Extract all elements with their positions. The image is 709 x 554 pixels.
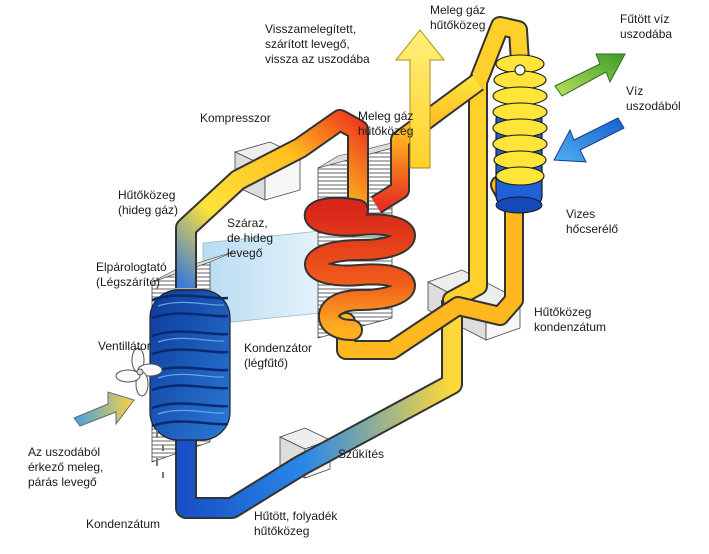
label-return-air-line: szárított levegő, [265,37,350,51]
label-incoming-air-line: párás levegő [28,475,97,489]
label-water-from-pool-line: Víz [626,84,643,98]
label-ventilator-line: Ventillátor [98,339,151,353]
condensate-drops-icon [156,430,164,478]
label-heated-water-line: uszodába [620,27,672,41]
label-hot-gas-mid-line: Meleg gáz [358,109,413,123]
fan-icon [115,347,163,397]
label-condenser-line: Kondenzátor [244,341,312,355]
cold-water-arrow-icon [553,117,625,163]
label-evaporator: Elpárologtató(Légszárító) [96,260,167,289]
label-return-air-line: Visszamelegített, [265,22,356,36]
label-condenser-line: (légfűtő) [244,356,288,370]
label-throttle: Szűkítés [338,447,384,461]
label-return-air-line: vissza az uszodába [265,52,370,66]
suction-pressure-pipe [177,111,367,288]
label-cold-gas-line: (hideg gáz) [118,203,178,217]
label-dry-cold-air-line: levegő [227,246,263,260]
evaporator-coil [149,289,231,441]
label-condensate-line: Kondenzátum [86,517,160,531]
label-hot-gas-top-line: hűtőközeg [430,18,485,32]
label-compressor: Kompresszor [200,111,271,125]
label-water-from-pool-line: uszodából [626,99,681,113]
label-condensate: Kondenzátum [86,517,160,531]
label-cooled-liquid-line: hűtőközeg [254,524,309,538]
label-cold-gas-line: Hűtőközeg [118,188,175,202]
label-compressor-line: Kompresszor [200,111,271,125]
liquid-pipe [177,300,461,517]
condenser-coil [305,198,414,339]
label-refrigerant-condensate-line: Hűtőközeg [534,305,591,319]
label-hot-gas-mid-line: hűtőközeg [358,124,413,138]
label-condenser: Kondenzátor(légfűtő) [244,341,312,370]
label-cold-gas: Hűtőközeg(hideg gáz) [118,188,178,217]
label-incoming-air-line: érkező meleg, [28,460,103,474]
label-evaporator-line: (Légszárító) [96,275,160,289]
label-dry-cold-air-line: Száraz, [227,216,268,230]
label-refrigerant-condensate-line: kondenzátum [534,320,606,334]
label-hot-gas-top-line: Meleg gáz [430,3,485,17]
label-return-air: Visszamelegített,szárított levegő,vissza… [265,22,370,66]
label-cooled-liquid-line: Hűtött, folyadék [254,509,338,523]
label-dry-cold-air-line: de hideg [227,231,273,245]
label-evaporator-line: Elpárologtató [96,260,167,274]
air-in-arrow-icon [73,391,135,427]
label-water-hx-line: Vizes [566,207,595,221]
label-heated-water-line: Fűtött víz [620,12,669,26]
label-incoming-air-line: Az uszodából [28,445,100,459]
hot-gas-pipe-right [444,18,528,308]
label-ventilator: Ventillátor [98,339,151,353]
label-throttle-line: Szűkítés [338,447,384,461]
air-out-arrow-icon [394,29,446,169]
water-heat-exchanger [492,54,548,214]
label-water-hx-line: hőcserélő [566,222,618,236]
hot-gas-riser [371,75,483,212]
condensate-pipe [338,177,522,358]
heated-water-arrow-icon [554,53,626,97]
